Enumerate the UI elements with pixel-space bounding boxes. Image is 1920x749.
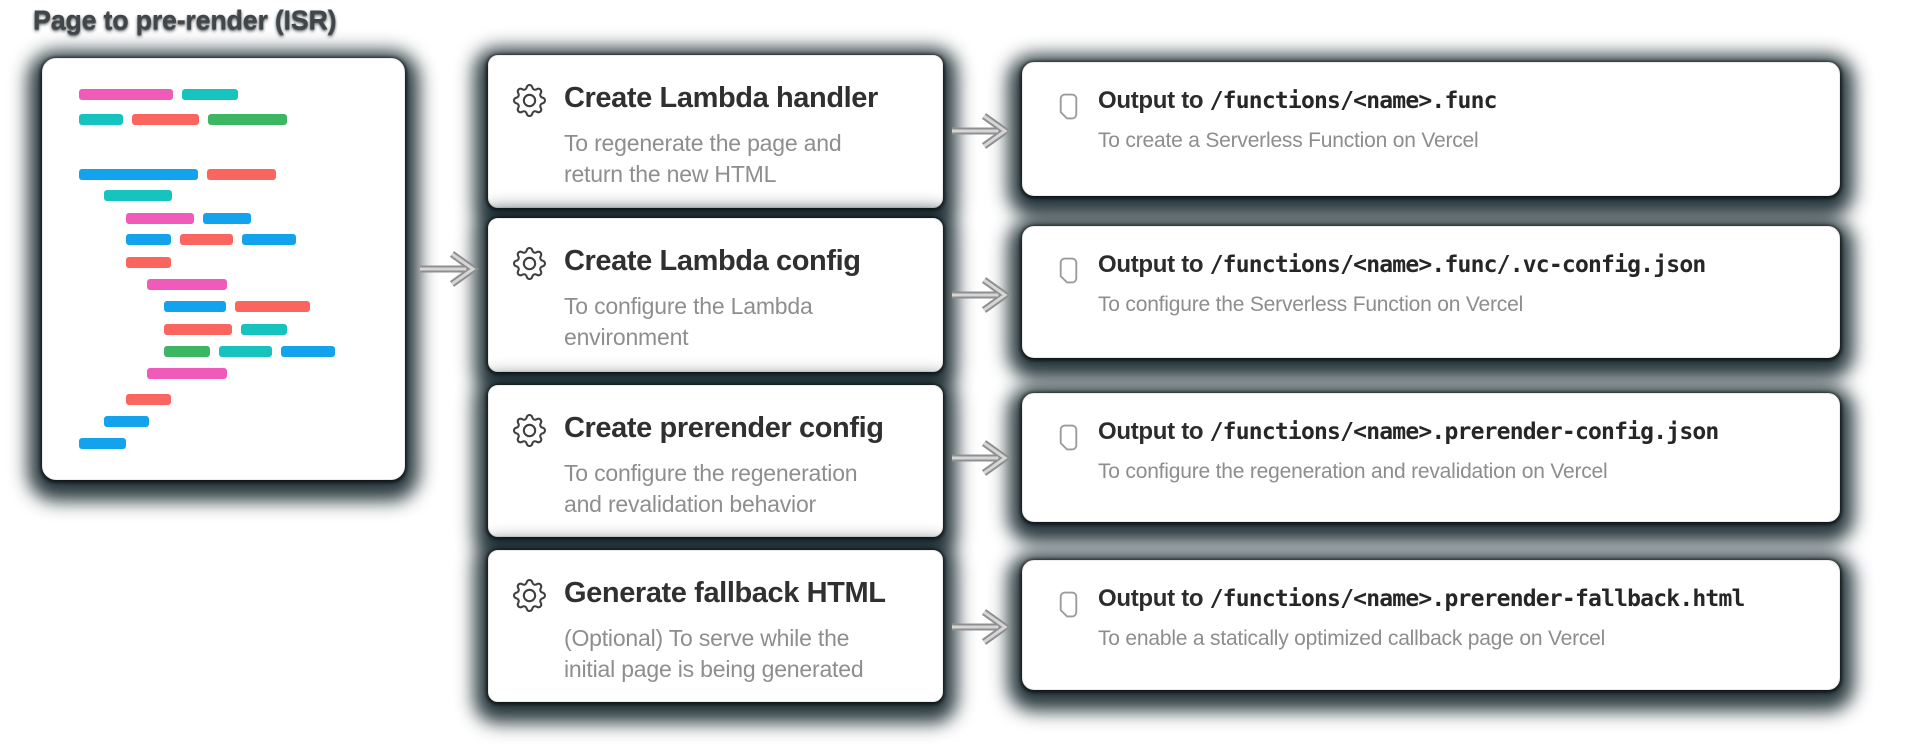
step-title: Create Lambda handler: [564, 82, 878, 114]
step-title: Generate fallback HTML: [564, 577, 886, 609]
output-description: To enable a statically optimized callbac…: [1098, 627, 1606, 650]
code-line-bar: [164, 301, 226, 312]
output-prefix: Output to: [1098, 585, 1210, 612]
arrow-right-icon: [952, 609, 1012, 645]
code-line-row: [147, 368, 227, 379]
arrow-right-icon: [952, 113, 1012, 149]
code-line-bar: [126, 394, 171, 405]
output-prefix: Output to: [1098, 251, 1210, 278]
code-line-row: [126, 234, 296, 245]
code-line-bar: [180, 234, 233, 245]
arrow-right-icon: [420, 251, 480, 287]
file-icon: [1059, 93, 1078, 120]
file-icon: [1059, 257, 1078, 284]
gear-icon: [513, 247, 546, 280]
code-line-bar: [164, 324, 232, 335]
code-line-bar: [147, 279, 227, 290]
code-line-bar: [79, 438, 126, 449]
step-card-generate-fallback-html: Generate fallback HTML (Optional) To ser…: [488, 550, 943, 702]
output-title: Output to /functions/<name>.func/.vc-con…: [1098, 251, 1707, 279]
arrow-right-icon: [952, 440, 1012, 476]
code-line-bar: [126, 213, 194, 224]
step-description: To configure the Lambda environment: [564, 293, 813, 350]
source-page-card: [42, 58, 405, 480]
file-icon: [1059, 424, 1078, 451]
output-title: Output to /functions/<name>.prerender-co…: [1098, 418, 1720, 446]
output-description: To configure the regeneration and revali…: [1098, 460, 1608, 483]
code-line-bar: [235, 301, 310, 312]
code-line-bar: [104, 190, 172, 201]
output-card-vc-config: Output to /functions/<name>.func/.vc-con…: [1022, 226, 1840, 358]
code-line-bar: [242, 234, 296, 245]
step-card-create-prerender-config: Create prerender config To configure the…: [488, 385, 943, 537]
step-description: To regenerate the page and return the ne…: [564, 130, 842, 187]
code-line-bar: [164, 346, 210, 357]
code-line-row: [164, 301, 310, 312]
code-line-bar: [126, 257, 171, 268]
step-title: Create Lambda config: [564, 245, 861, 277]
code-line-bar: [219, 346, 272, 357]
code-line-row: [126, 257, 171, 268]
gear-icon: [513, 84, 546, 117]
code-line-row: [79, 169, 276, 180]
output-path: /functions/<name>.prerender-config.json: [1209, 419, 1720, 445]
step-description: (Optional) To serve while the initial pa…: [564, 625, 864, 682]
code-line-bar: [104, 416, 149, 427]
code-line-bar: [79, 114, 123, 125]
code-line-bar: [126, 234, 171, 245]
code-line-row: [164, 346, 335, 357]
output-description: To configure the Serverless Function on …: [1098, 293, 1524, 316]
code-line-bar: [132, 114, 199, 125]
page-title: Page to pre-render (ISR): [33, 5, 337, 35]
output-card-prerender-config: Output to /functions/<name>.prerender-co…: [1022, 393, 1840, 522]
step-card-create-lambda-handler: Create Lambda handler To regenerate the …: [488, 55, 943, 208]
code-line-row: [126, 394, 171, 405]
code-line-row: [79, 114, 287, 125]
output-path: /functions/<name>.func: [1209, 88, 1498, 114]
code-line-bar: [208, 114, 287, 125]
gear-icon: [513, 579, 546, 612]
code-line-bar: [281, 346, 335, 357]
output-prefix: Output to: [1098, 87, 1210, 114]
code-line-bar: [79, 169, 198, 180]
output-title: Output to /functions/<name>.func: [1098, 87, 1497, 115]
code-line-row: [79, 438, 126, 449]
gear-icon: [513, 414, 546, 447]
code-line-bar: [79, 89, 173, 100]
output-card-func: Output to /functions/<name>.func To crea…: [1022, 62, 1840, 196]
step-title: Create prerender config: [564, 412, 884, 444]
code-line-row: [147, 279, 227, 290]
output-path: /functions/<name>.prerender-fallback.htm…: [1209, 586, 1746, 612]
code-line-row: [79, 89, 238, 100]
code-line-bar: [182, 89, 238, 100]
output-path: /functions/<name>.func/.vc-config.json: [1209, 252, 1707, 278]
step-card-create-lambda-config: Create Lambda config To configure the La…: [488, 218, 943, 372]
output-description: To create a Serverless Function on Verce…: [1098, 129, 1479, 152]
code-line-bar: [241, 324, 287, 335]
code-line-bar: [147, 368, 227, 379]
code-line-row: [104, 416, 149, 427]
step-description: To configure the regeneration and revali…: [564, 460, 858, 517]
file-icon: [1059, 591, 1078, 618]
code-line-row: [126, 213, 251, 224]
output-prefix: Output to: [1098, 418, 1210, 445]
arrow-right-icon: [952, 277, 1012, 313]
output-card-prerender-fallback: Output to /functions/<name>.prerender-fa…: [1022, 560, 1840, 690]
code-line-row: [104, 190, 172, 201]
code-line-bar: [207, 169, 276, 180]
code-line-bar: [203, 213, 251, 224]
output-title: Output to /functions/<name>.prerender-fa…: [1098, 585, 1745, 613]
code-line-row: [164, 324, 287, 335]
